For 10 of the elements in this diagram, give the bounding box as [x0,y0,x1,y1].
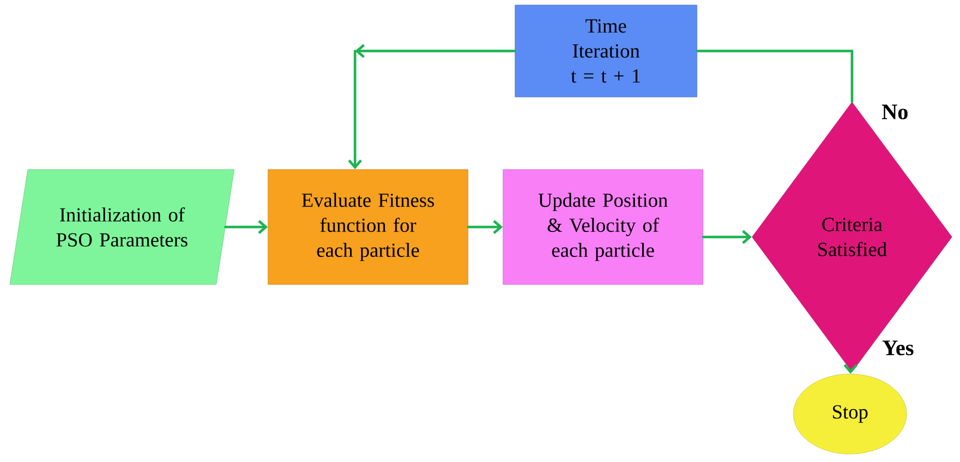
input-parallelogram: Initialization of PSO Parameters [10,169,234,285]
edge-label: Yes [881,340,915,356]
arrow [224,220,268,234]
arrow [348,44,516,170]
process-box: Update Position & Velocity of each particle [502,169,704,285]
arrow [466,220,503,234]
arrow [702,230,752,244]
process-box: Evaluate Fitness function for each particle [268,169,468,285]
edge-label: No [880,104,910,120]
process-box: Time Iteration t = t + 1 [514,4,698,98]
